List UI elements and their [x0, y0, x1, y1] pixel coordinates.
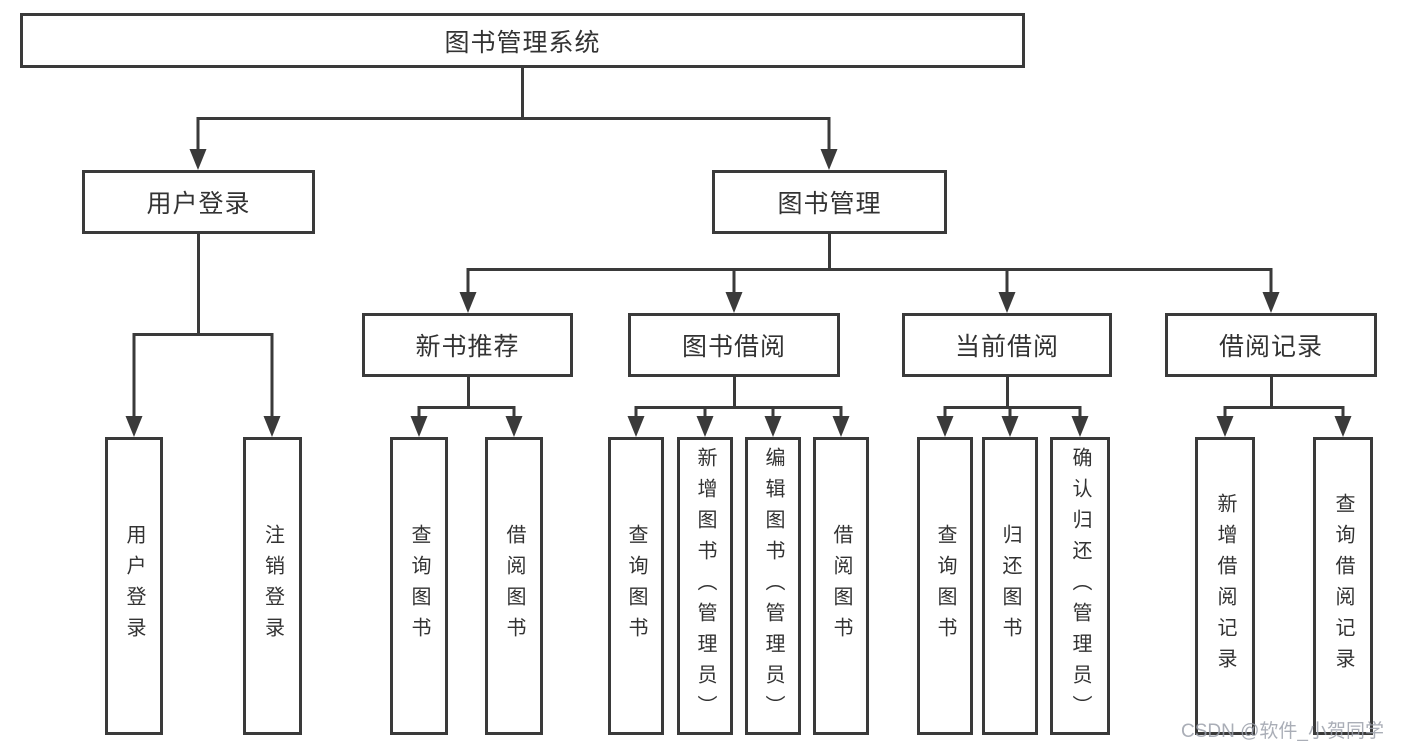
node-book-management: 图书管理: [712, 170, 947, 234]
node-book-borrow: 图书借阅: [628, 313, 840, 377]
leaf-borrow-books: 借阅图书: [813, 437, 869, 735]
leaf-query-borrow-record: 查询借阅记录: [1313, 437, 1373, 735]
leaf-user-login: 用户登录: [105, 437, 163, 735]
leaf-add-borrow-record: 新增借阅记录: [1195, 437, 1255, 735]
leaf-logout: 注销登录: [243, 437, 302, 735]
node-library-management-system: 图书管理系统: [20, 13, 1025, 68]
leaf-query-books-borrow: 查询图书: [608, 437, 664, 735]
leaf-query-books-recommend: 查询图书: [390, 437, 448, 735]
node-current-borrow: 当前借阅: [902, 313, 1112, 377]
csdn-watermark: CSDN @软件_小贺同学: [1181, 721, 1384, 742]
node-user-login: 用户登录: [82, 170, 315, 234]
leaf-borrow-books-recommend: 借阅图书: [485, 437, 543, 735]
node-borrow-records: 借阅记录: [1165, 313, 1377, 377]
leaf-return-book: 归还图书: [982, 437, 1038, 735]
leaf-confirm-return-admin: 确认归还（管理员）: [1050, 437, 1110, 735]
node-new-book-recommend: 新书推荐: [362, 313, 573, 377]
leaf-query-books-current: 查询图书: [917, 437, 973, 735]
leaf-add-book-admin: 新增图书（管理员）: [677, 437, 733, 735]
leaf-edit-book-admin: 编辑图书（管理员）: [745, 437, 801, 735]
